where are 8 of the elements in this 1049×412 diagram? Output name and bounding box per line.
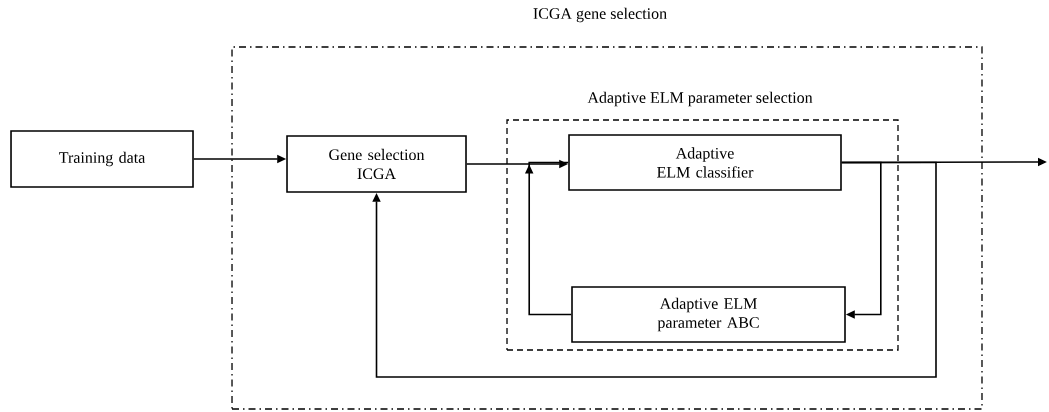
arrow <box>524 161 572 316</box>
arrow <box>372 161 937 378</box>
group-title: ICGA gene selection <box>533 7 667 23</box>
process-box: Gene selection ICGA <box>286 135 467 193</box>
process-box: Adaptive ELM classifier <box>568 134 842 191</box>
group-title: Adaptive ELM parameter selection <box>587 91 813 107</box>
process-box: Adaptive ELM parameter ABC <box>571 286 846 343</box>
process-box: Training data <box>10 130 194 188</box>
